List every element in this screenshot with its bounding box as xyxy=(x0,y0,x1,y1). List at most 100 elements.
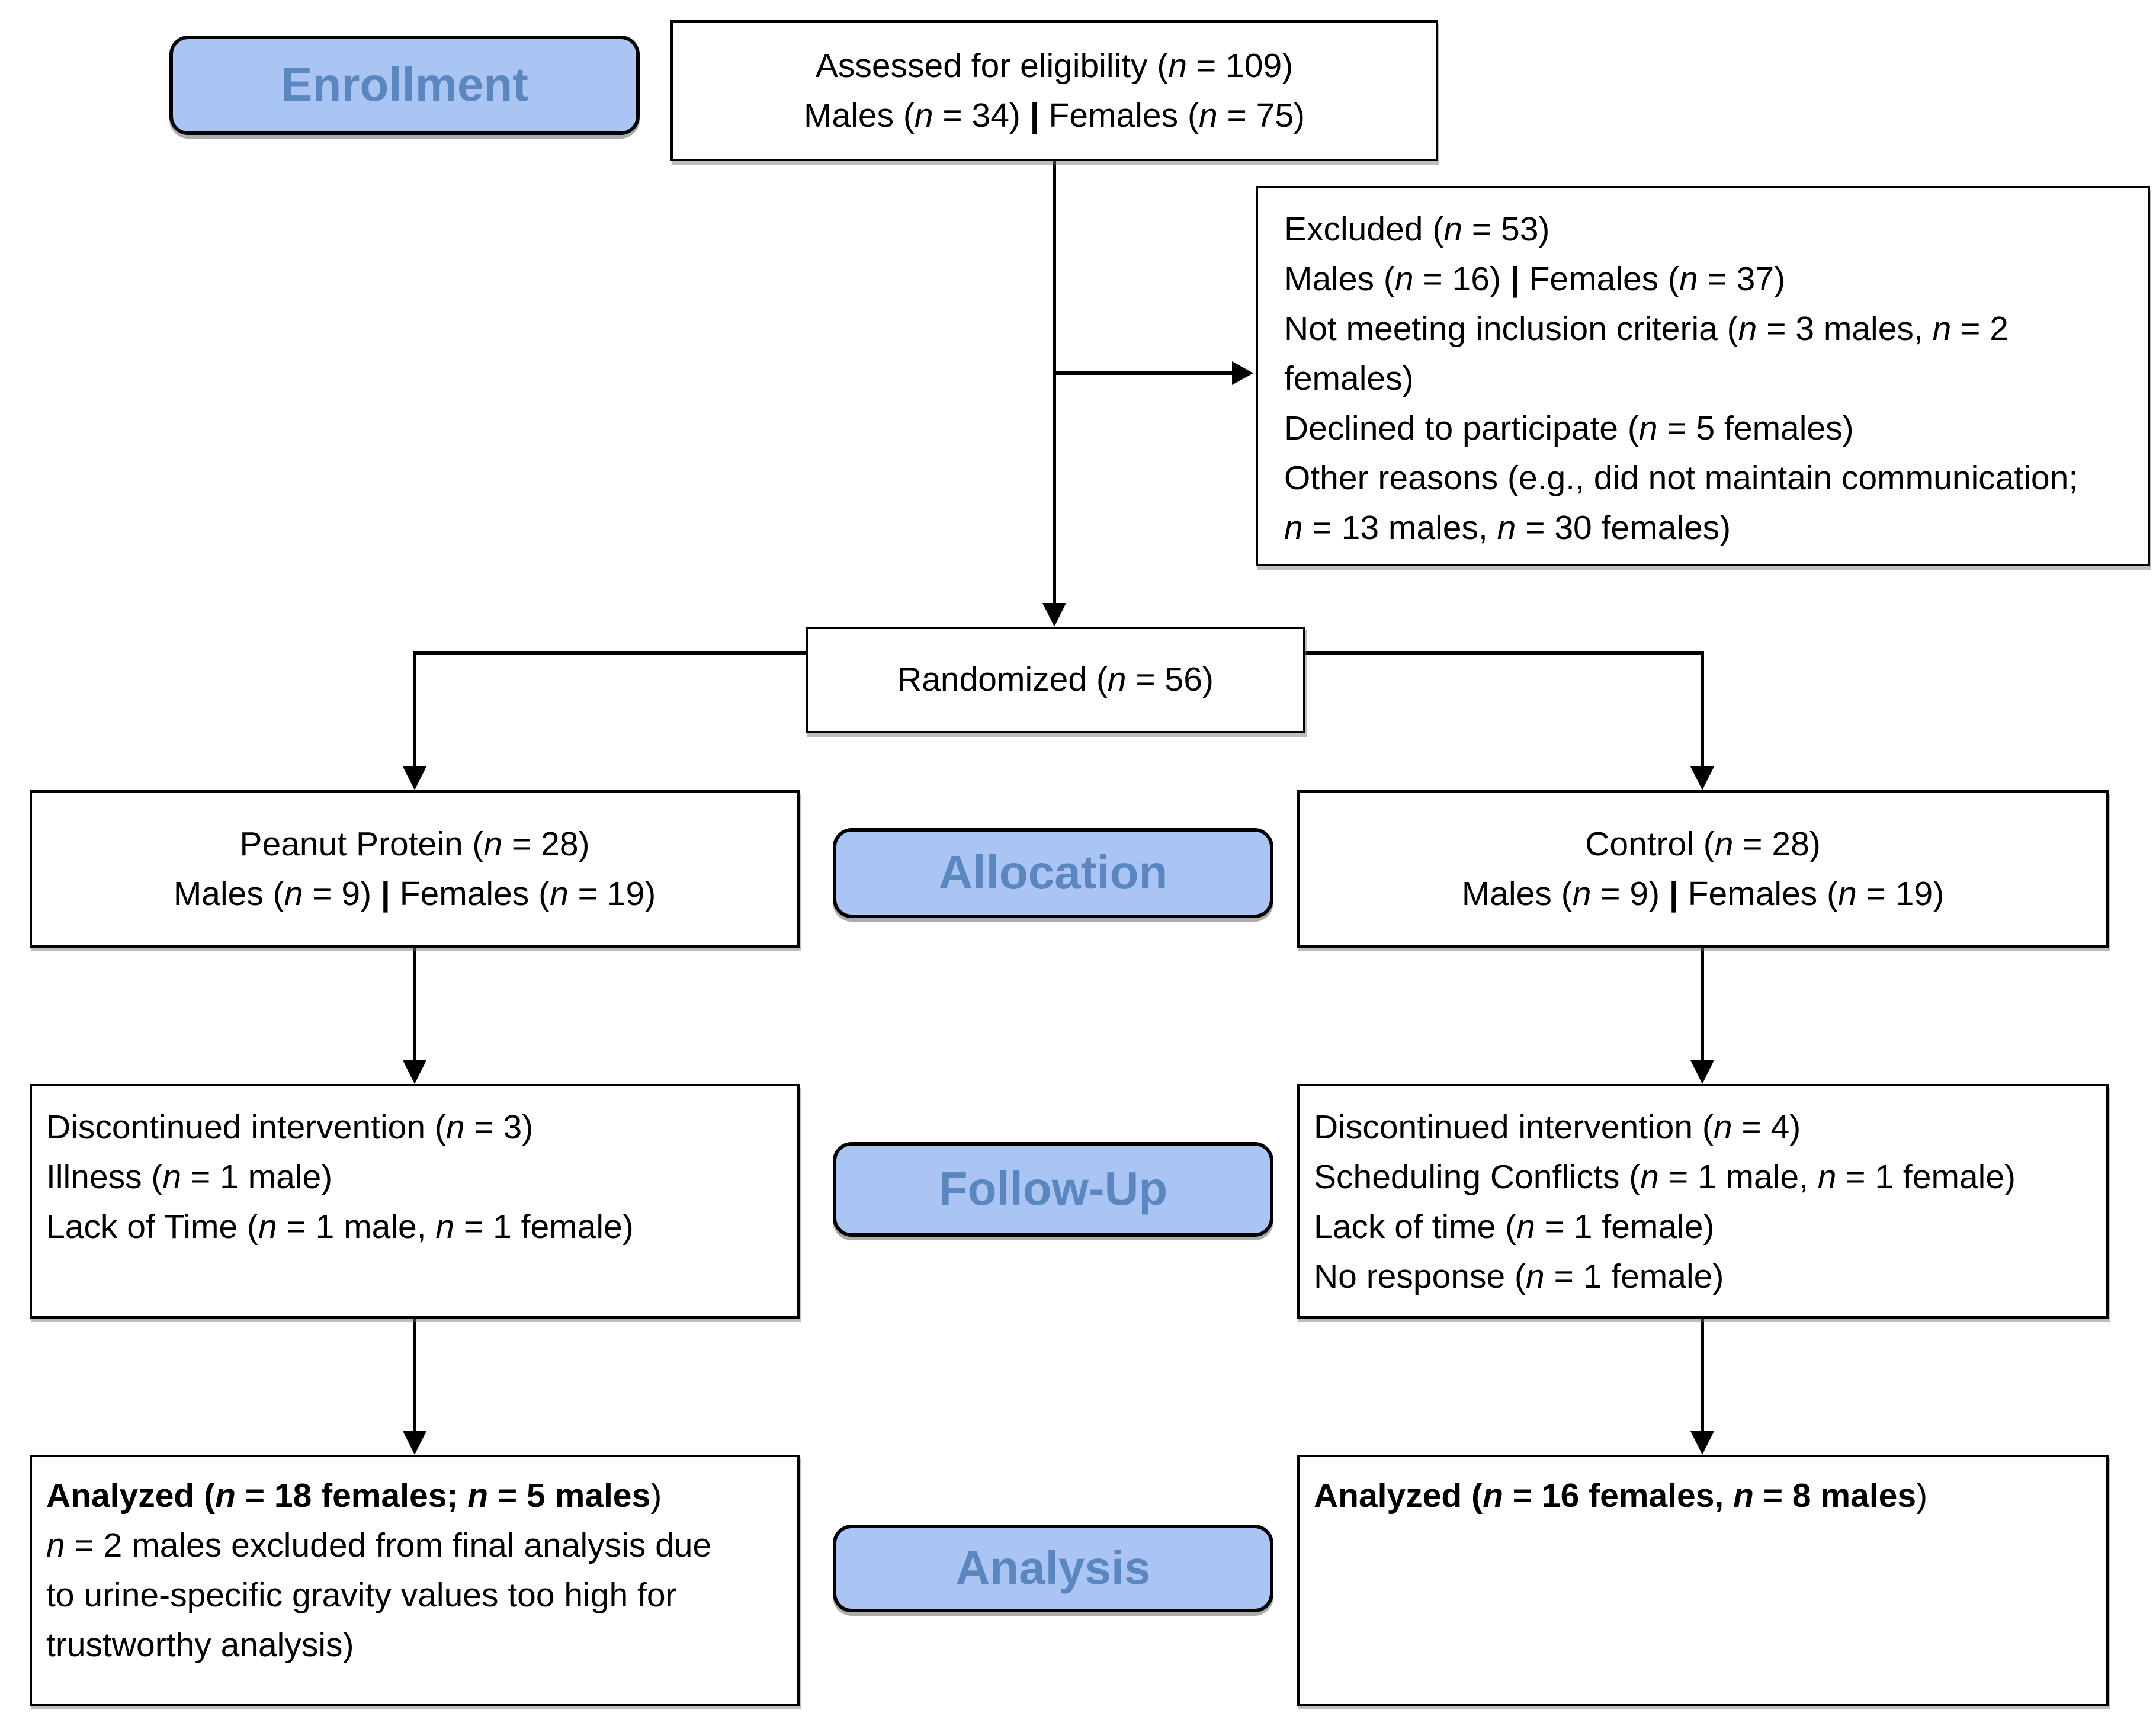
text-segment: Males ( xyxy=(1461,875,1573,913)
text-segment: Assessed for eligibility ( xyxy=(815,47,1169,85)
text-line: Analyzed (n = 18 females; n = 5 males) xyxy=(46,1471,783,1521)
text-segment: n xyxy=(1107,661,1127,699)
text-segment: Declined to participate ( xyxy=(1284,410,1639,448)
text-segment: ) xyxy=(650,1477,662,1515)
text-line: Discontinued intervention (n = 3) xyxy=(46,1103,783,1153)
text-segment: to urine-specific gravity values too hig… xyxy=(46,1577,677,1615)
text-segment: n xyxy=(1572,875,1592,913)
text-segment: = 1 female) xyxy=(1544,1258,1724,1296)
text-segment: Discontinued intervention ( xyxy=(46,1109,446,1147)
text-segment: n xyxy=(162,1159,182,1196)
text-line: Males (n = 16) | Females (n = 37) xyxy=(1284,255,2122,304)
text-segment: n xyxy=(1394,261,1414,299)
text-line: Males (n = 9) | Females (n = 19) xyxy=(1300,869,2106,919)
text-line: n = 13 males, n = 30 females) xyxy=(1284,503,2122,553)
text-line: Males (n = 34) | Females (n = 75) xyxy=(673,91,1436,140)
text-segment: Randomized ( xyxy=(897,661,1108,699)
text-segment: Males ( xyxy=(173,875,284,913)
text-line: to urine-specific gravity values too hig… xyxy=(46,1571,783,1621)
text-segment: = 4) xyxy=(1732,1109,1801,1147)
text-segment: = 34) xyxy=(933,97,1030,134)
text-segment: n xyxy=(1443,211,1463,249)
arrow-randomized-to-peanut xyxy=(403,651,806,790)
arrow-to-excluded xyxy=(1054,361,1253,385)
text-segment: = 5 males xyxy=(488,1477,651,1515)
text-line: Lack of Time (n = 1 male, n = 1 female) xyxy=(46,1202,783,1252)
text-line: n = 2 males excluded from final analysis… xyxy=(46,1521,783,1571)
text-line: No response (n = 1 female) xyxy=(1314,1252,2092,1302)
arrow-randomized-to-control xyxy=(1305,651,1714,790)
text-line: Peanut Protein (n = 28) xyxy=(32,819,797,869)
text-segment: = 1 female) xyxy=(1535,1208,1715,1246)
stage-label-followup: Follow-Up xyxy=(833,1142,1273,1237)
text-segment: = 1 male) xyxy=(181,1159,333,1196)
analyzed-left-box: Analyzed (n = 18 females; n = 5 males)n … xyxy=(30,1455,800,1706)
text-segment: Lack of time ( xyxy=(1314,1208,1517,1246)
arrow-followup-to-analysis-left xyxy=(403,1319,426,1455)
text-segment: n xyxy=(1932,310,1952,348)
text-segment: n xyxy=(483,825,503,863)
stage-label-allocation: Allocation xyxy=(833,828,1273,918)
text-segment: = 28) xyxy=(1733,825,1821,863)
text-line: Scheduling Conflicts (n = 1 male, n = 1 … xyxy=(1314,1153,2092,1202)
assessed-eligibility-box: Assessed for eligibility (n = 109) Males … xyxy=(670,20,1438,161)
text-segment: Analyzed ( xyxy=(1314,1477,1483,1515)
text-segment: n xyxy=(1733,1477,1754,1515)
text-segment: Lack of Time ( xyxy=(46,1208,258,1246)
text-segment: Not meeting inclusion criteria ( xyxy=(1284,310,1738,348)
text-line: Control (n = 28) xyxy=(1300,819,2106,869)
text-line: Assessed for eligibility (n = 109) xyxy=(673,41,1436,91)
text-segment: Discontinued intervention ( xyxy=(1314,1109,1714,1147)
text-segment: Control ( xyxy=(1585,825,1715,863)
stage-label-enrollment: Enrollment xyxy=(169,36,640,135)
stage-label-analysis: Analysis xyxy=(833,1525,1273,1612)
peanut-protein-allocation-box: Peanut Protein (n = 28)Males (n = 9) | F… xyxy=(30,790,800,948)
text-segment: females) xyxy=(1284,360,1414,398)
text-segment: n xyxy=(445,1109,465,1147)
text-segment: = 19) xyxy=(568,875,656,913)
text-segment: No response ( xyxy=(1314,1258,1526,1296)
text-line: Other reasons (e.g., did not maintain co… xyxy=(1284,454,2122,503)
text-line: Males (n = 9) | Females (n = 19) xyxy=(32,869,797,919)
text-segment: Other reasons (e.g., did not maintain co… xyxy=(1284,460,2078,498)
text-line: Randomized (n = 56) xyxy=(808,655,1303,705)
text-segment: = 30 females) xyxy=(1516,509,1731,547)
text-segment: = 28) xyxy=(502,825,590,863)
text-segment: = 9) xyxy=(303,875,381,913)
arrow-control-to-followup xyxy=(1690,948,1714,1084)
text-segment: Females ( xyxy=(1039,97,1199,134)
text-segment: = 3) xyxy=(464,1109,534,1147)
text-segment: = 5 females) xyxy=(1657,410,1854,448)
text-line: Not meeting inclusion criteria ( n = 3 ma… xyxy=(1284,304,2122,354)
text-segment: n xyxy=(1516,1208,1535,1246)
control-allocation-box: Control (n = 28)Males (n = 9) | Females … xyxy=(1297,790,2109,948)
text-segment: Males ( xyxy=(803,97,915,134)
excluded-box: Excluded (n = 53)Males (n = 16) | Female… xyxy=(1256,186,2150,566)
text-segment: n xyxy=(284,875,303,913)
text-segment: n xyxy=(1714,825,1734,863)
text-line: Declined to participate (n = 5 females) xyxy=(1284,404,2122,454)
text-segment: n xyxy=(435,1208,455,1246)
text-segment: = 8 males xyxy=(1753,1477,1917,1515)
text-segment: n xyxy=(1526,1258,1545,1296)
text-segment: n xyxy=(215,1477,236,1515)
text-segment: n xyxy=(1713,1109,1732,1147)
text-segment: n xyxy=(1817,1159,1837,1196)
text-segment: Females ( xyxy=(390,875,550,913)
text-segment: = 56) xyxy=(1126,661,1214,699)
randomized-box: Randomized (n = 56) xyxy=(806,627,1305,733)
text-line: Excluded (n = 53) xyxy=(1284,205,2122,255)
text-segment: n xyxy=(550,875,569,913)
text-segment: = 1 female) xyxy=(1836,1159,2016,1196)
text-segment: = 19) xyxy=(1856,875,1945,913)
text-segment: trustworthy analysis) xyxy=(46,1627,354,1664)
text-segment: Excluded ( xyxy=(1284,211,1444,249)
discontinued-right-box: Discontinued intervention (n = 4)Schedul… xyxy=(1297,1084,2109,1319)
arrow-followup-to-analysis-right xyxy=(1690,1319,1714,1455)
text-segment: = 16) xyxy=(1413,261,1510,299)
text-segment: = 13 males, xyxy=(1302,509,1497,547)
text-segment: | xyxy=(1029,97,1040,134)
text-segment: = 3 males, xyxy=(1757,310,1933,348)
text-segment: n xyxy=(1198,97,1218,134)
